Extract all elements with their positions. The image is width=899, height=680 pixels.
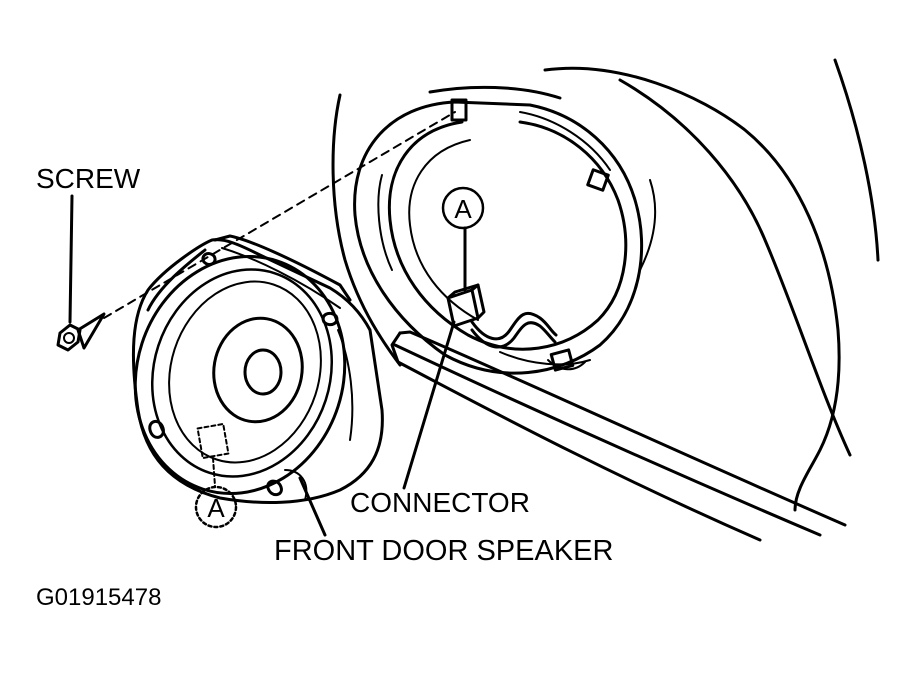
connector-assembly: [446, 283, 558, 349]
connector-label: CONNECTOR: [350, 487, 530, 518]
callout-a-lower-label: A: [207, 493, 225, 523]
screw: [56, 312, 106, 352]
door-speaker-opening: [353, 98, 644, 375]
figure-id: G01915478: [36, 584, 161, 611]
front-door-speaker: [131, 234, 384, 505]
callout-a-lower: A: [194, 485, 238, 529]
screw-alignment-guide: [103, 111, 456, 319]
front-door-speaker-label: FRONT DOOR SPEAKER: [274, 535, 613, 567]
screw-label: SCREW: [36, 163, 141, 194]
callout-a-upper: A: [441, 186, 485, 230]
leader-lines: [68, 194, 467, 537]
callout-a-upper-label: A: [454, 194, 472, 224]
door-panel: [331, 58, 880, 512]
door-trim-rail: [390, 330, 847, 542]
